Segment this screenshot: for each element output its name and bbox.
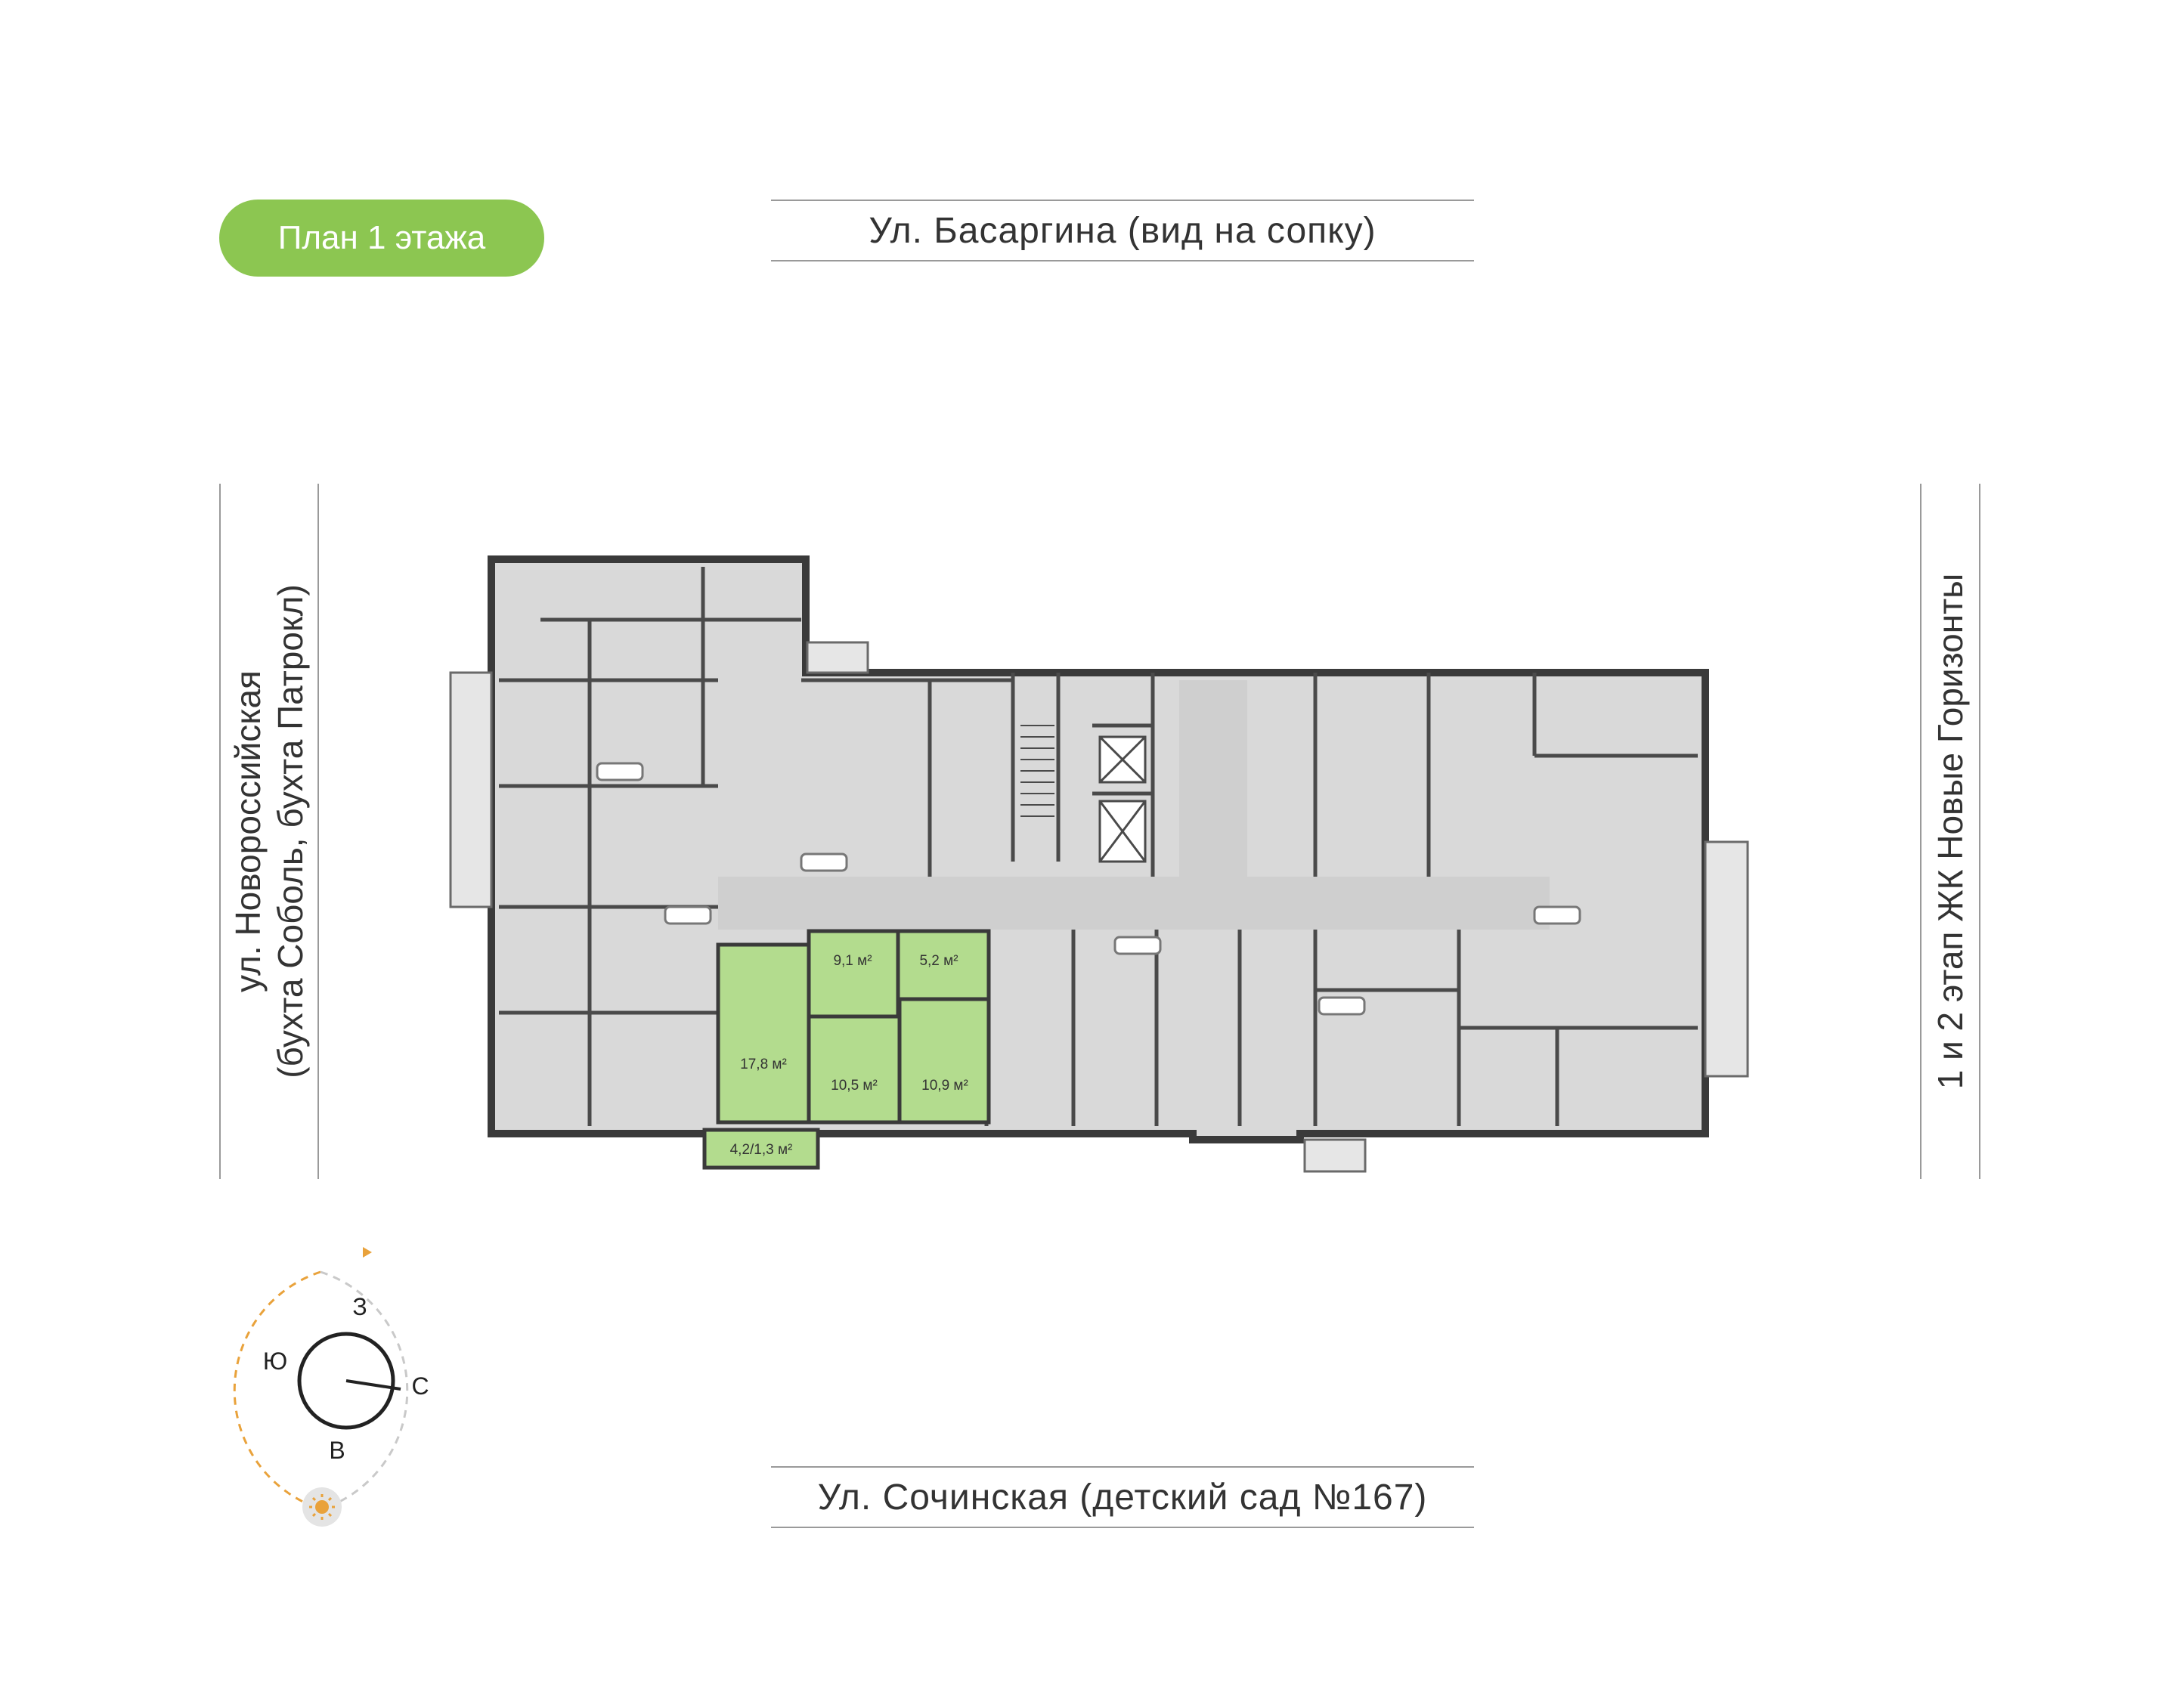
room-area-hall: 9,1 м² xyxy=(833,953,872,969)
street-right: 1 и 2 этап ЖК Новые Горизонты xyxy=(1920,484,1980,1179)
sun-icon xyxy=(302,1487,342,1527)
sun-path-arrow-icon xyxy=(363,1247,372,1258)
room-area-bath: 5,2 м² xyxy=(919,953,958,969)
compass-south: Ю xyxy=(263,1348,287,1375)
side-balconies xyxy=(449,641,1749,1173)
bathroom-fixtures xyxy=(596,762,1581,1016)
room-area-labels: 17,8 м² 9,1 м² 5,2 м² 10,5 м² 10,9 м² 4,… xyxy=(730,953,968,1158)
highlighted-apartment xyxy=(702,929,991,1170)
street-bottom: Ул. Сочинская (детский сад №167) xyxy=(771,1466,1474,1528)
room-area-bedroom-2: 10,9 м² xyxy=(921,1078,968,1094)
corridor xyxy=(718,680,1550,930)
room-area-bedroom-1: 10,5 м² xyxy=(831,1078,878,1094)
compass-west: З xyxy=(352,1293,367,1320)
building-footprint xyxy=(488,555,1709,1143)
street-left: ул. Новороссийская (бухта Соболь, бухта … xyxy=(219,484,319,1179)
street-bottom-label: Ул. Сочинская (детский сад №167) xyxy=(817,1477,1428,1518)
compass-east: В xyxy=(329,1437,345,1464)
stairs xyxy=(1020,725,1054,817)
compass: З Ю С В xyxy=(233,1247,429,1527)
sun-path-arc xyxy=(233,1270,322,1511)
street-top-label: Ул. Басаргина (вид на сопку) xyxy=(869,210,1376,251)
elevators xyxy=(1098,735,1147,863)
compass-north: С xyxy=(411,1372,429,1400)
room-area-living: 17,8 м² xyxy=(740,1057,787,1072)
sun-path-shadow-arc xyxy=(320,1270,409,1511)
room-area-balcony: 4,2/1,3 м² xyxy=(730,1142,793,1158)
compass-needle xyxy=(345,1379,401,1391)
floor-plan-badge: План 1 этажа xyxy=(219,200,544,277)
street-top: Ул. Басаргина (вид на сопку) xyxy=(771,200,1474,261)
